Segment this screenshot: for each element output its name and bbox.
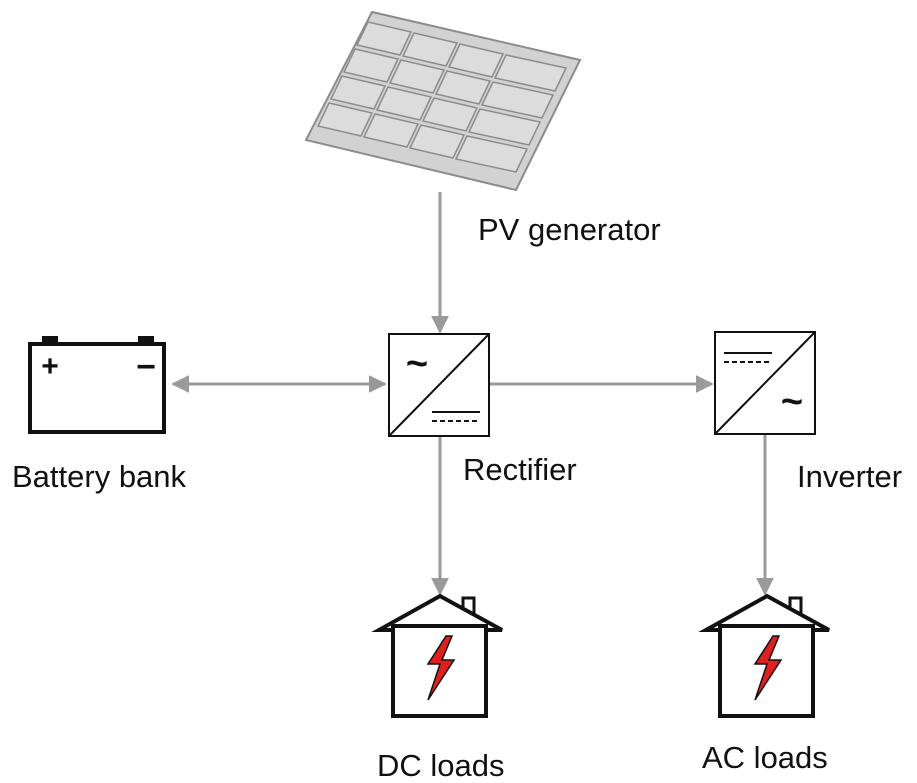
pv-generator-label: PV generator	[478, 212, 661, 247]
lightning-icon	[426, 635, 456, 701]
battery-bank-label: Battery bank	[12, 459, 187, 494]
inverter-ac-symbol: ~	[781, 381, 803, 423]
connectors	[171, 192, 774, 596]
ac-loads-house-icon	[698, 593, 830, 718]
ac-loads-label: AC loads	[702, 740, 828, 775]
dc-loads-label: DC loads	[377, 748, 505, 783]
dc-loads-house-icon	[371, 593, 503, 718]
battery-icon: + −	[28, 336, 166, 434]
rectifier-icon: ~	[388, 333, 490, 437]
battery-minus-symbol: −	[136, 348, 156, 386]
inverter-label: Inverter	[797, 459, 903, 494]
battery-plus-symbol: +	[41, 350, 59, 383]
lightning-icon	[753, 635, 783, 701]
inverter-icon: ~	[714, 331, 816, 435]
solar-panel-icon	[304, 10, 582, 192]
rectifier-ac-symbol: ~	[406, 343, 428, 385]
rectifier-label: Rectifier	[463, 452, 577, 487]
